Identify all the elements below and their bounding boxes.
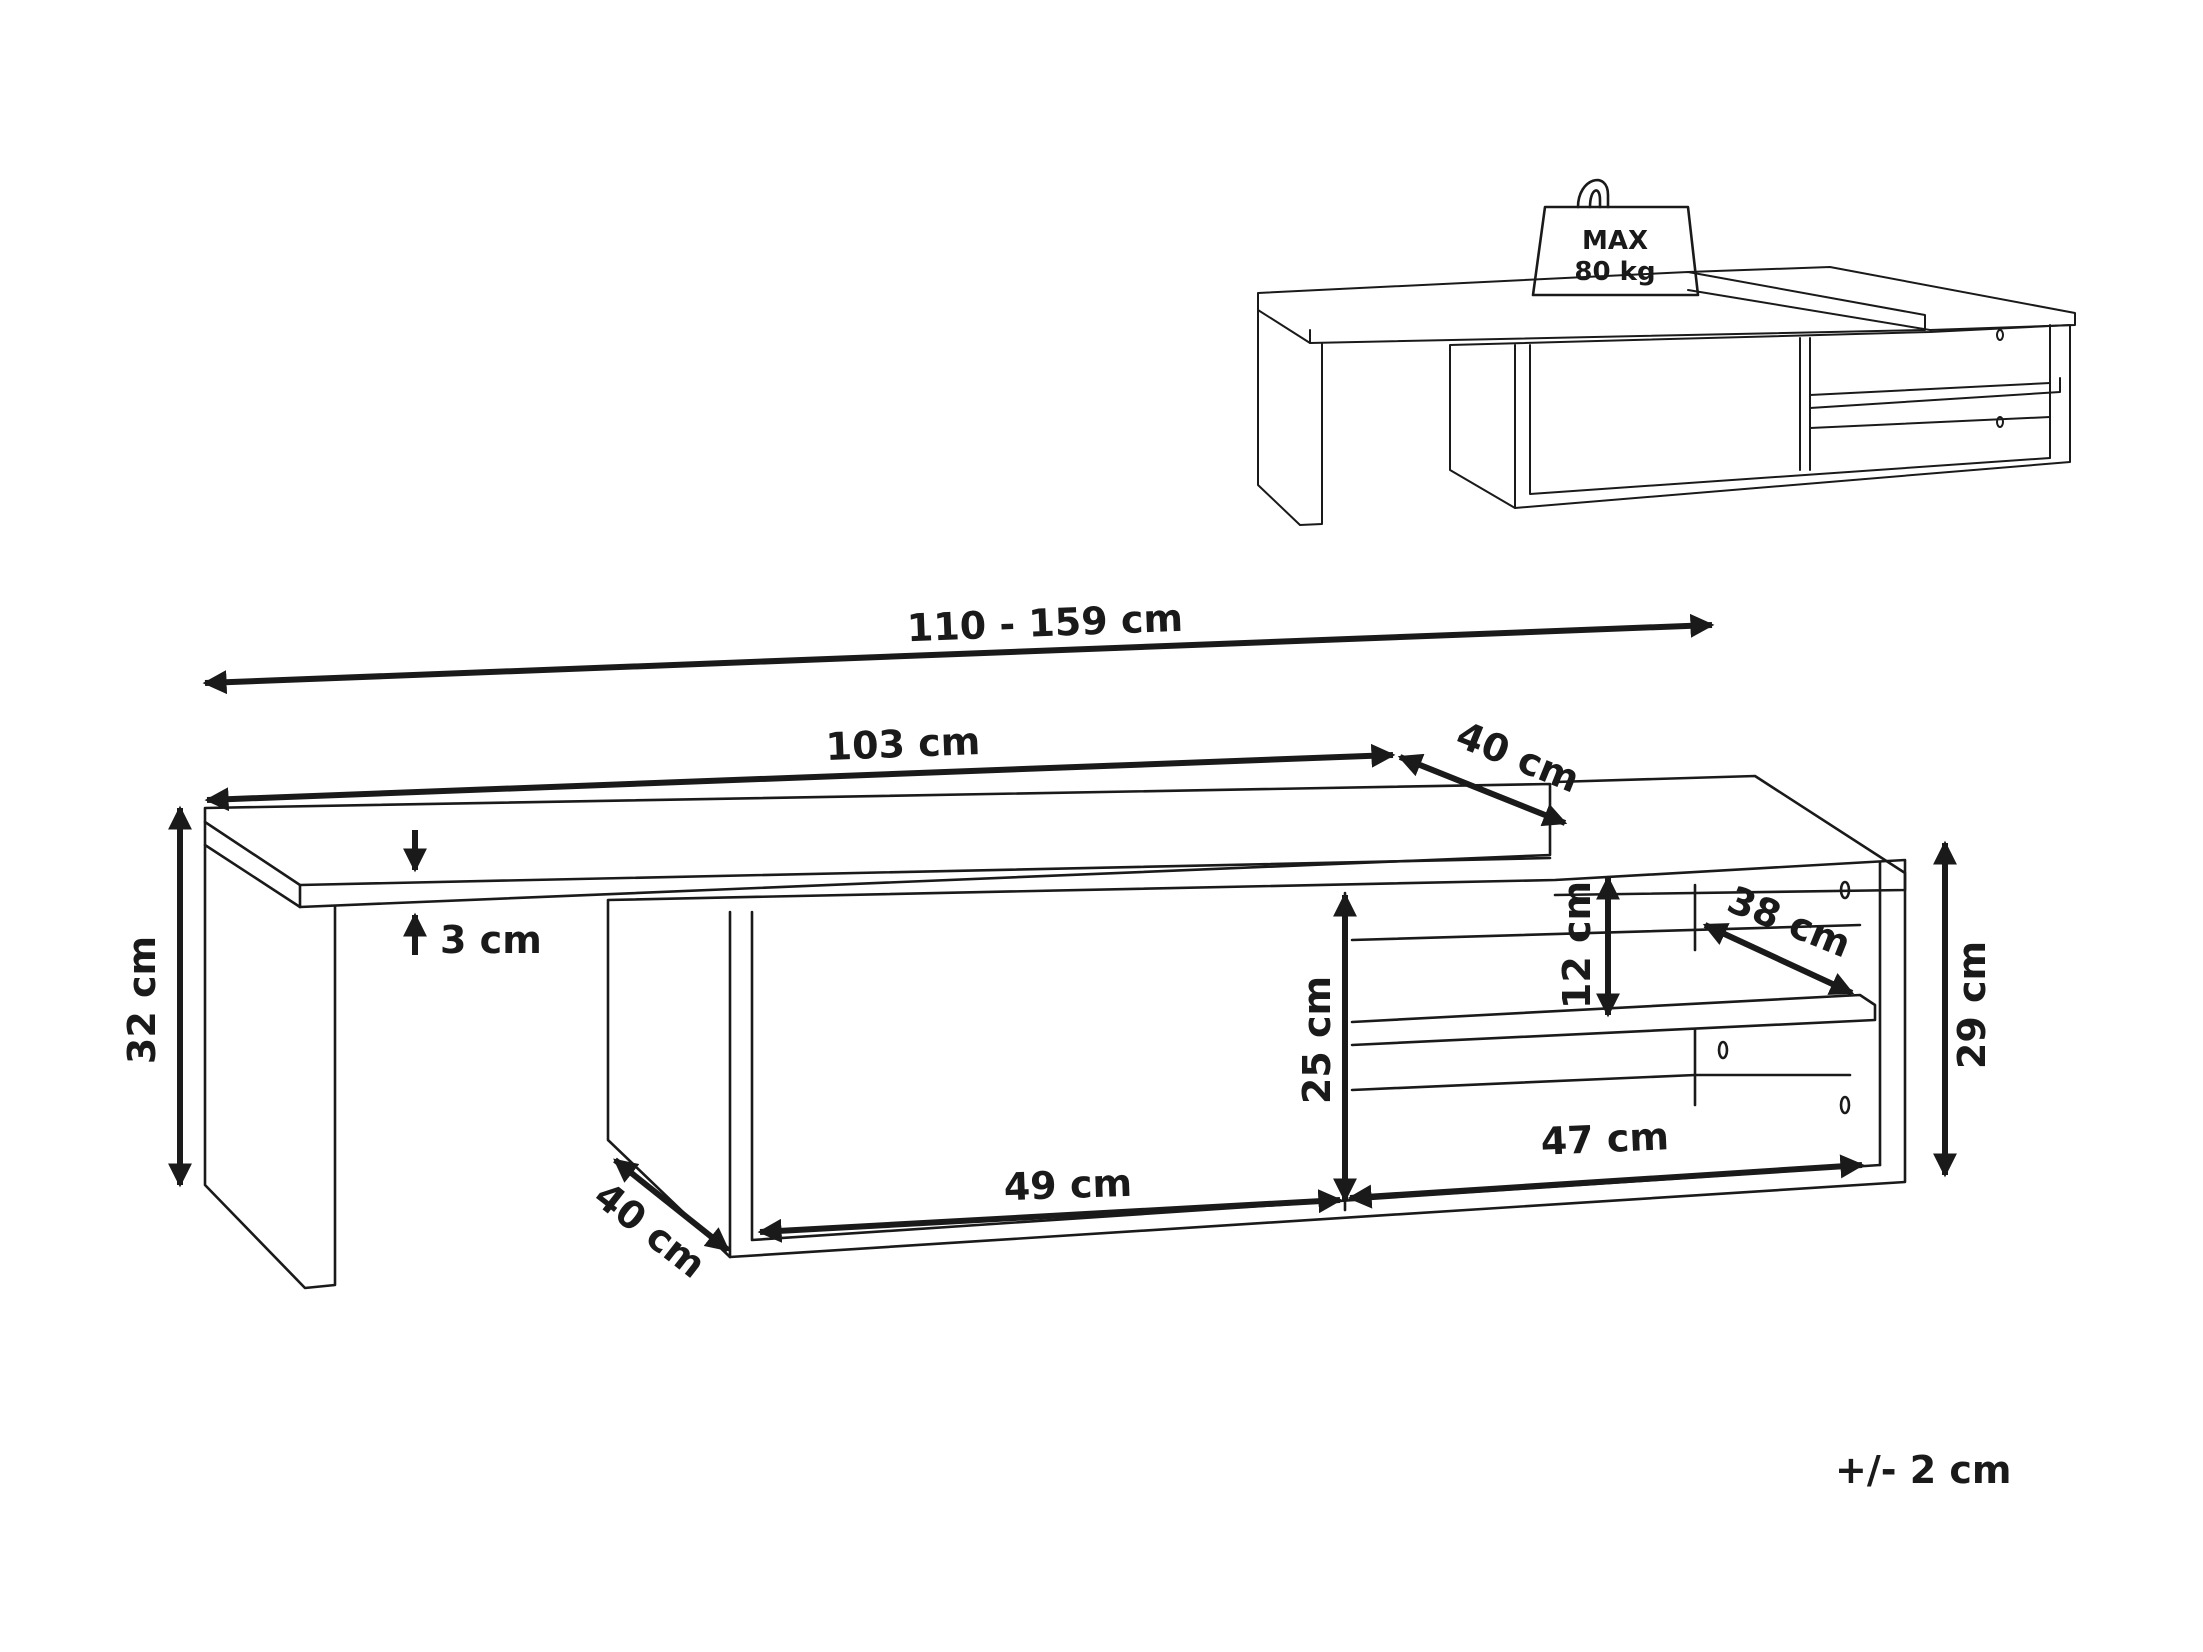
weight-badge-line1: MAX [1582, 226, 1648, 256]
weight-badge-line2: 80 kg [1574, 257, 1655, 287]
compartment-width-label: 49 cm [1003, 1161, 1133, 1209]
preview-illustration [1257, 266, 2076, 526]
base-depth-arrow [613, 1157, 730, 1253]
shelf-depth-arrow [1702, 922, 1855, 996]
shelf-spacing-label: 12 cm [1555, 881, 1599, 1009]
top-width-label: 103 cm [825, 719, 981, 769]
top-width-arrow [204, 743, 1396, 812]
tolerance-note: +/- 2 cm [1835, 1448, 2012, 1492]
shelf-width-arrow [1347, 1154, 1865, 1209]
inner-height-label: 25 cm [1295, 976, 1339, 1104]
top-depth-arrow [1397, 753, 1568, 827]
weight-icon: MAX 80 kg [1531, 178, 1700, 297]
dimension-lines [168, 613, 1957, 1253]
main-illustration [203, 774, 1907, 1290]
compartment-width-arrow [757, 1189, 1343, 1243]
shelf-width-label: 47 cm [1540, 1114, 1670, 1164]
top-thickness-label: 3 cm [440, 918, 542, 962]
cabinet-height-label: 29 cm [1950, 941, 1994, 1069]
total-height-label: 32 cm [120, 936, 164, 1064]
dimension-labels: 110 - 159 cm 103 cm 40 cm 3 cm 32 cm 29 … [120, 596, 1994, 1287]
overall-width-label: 110 - 159 cm [906, 596, 1184, 651]
overall-width-arrow [202, 613, 1715, 695]
